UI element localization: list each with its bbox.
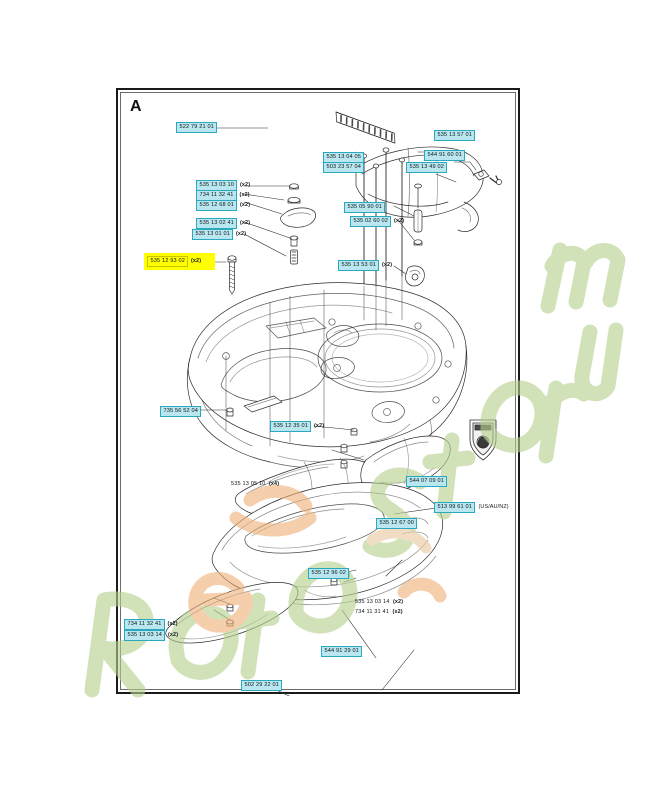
part-number: 535 13 01 01: [192, 229, 234, 240]
part-number: 544 91 29 01: [321, 646, 363, 657]
part-number: 734 11 32 41: [124, 619, 166, 630]
part-label-535-13-57-01[interactable]: 535 13 57 01: [434, 130, 476, 141]
husqvarna-shield-badge: [469, 419, 497, 461]
part-number: 734 11 31 41: [355, 608, 390, 615]
part-label-535-13-03-14[interactable]: 535 13 03 14 (x2): [354, 598, 403, 607]
part-bottom-trim: [165, 582, 299, 644]
part-label-535-13-02-41[interactable]: 535 13 02 41 (x2): [196, 218, 250, 229]
part-qty: (x2): [167, 631, 179, 638]
part-label-544-91-60-01[interactable]: 544 91 60 01: [424, 150, 466, 161]
part-qty: (x2): [239, 191, 250, 198]
part-number: 522 79 21 01: [176, 122, 218, 133]
part-qty: (x2): [392, 598, 404, 605]
part-label-535-13-53-01[interactable]: 535 13 53 01 (x2): [338, 260, 392, 271]
part-number: 535 12 93 02: [147, 256, 189, 267]
part-label-513-99-61-01[interactable]: 513 99 61 01 (US/AU/NZ): [434, 502, 509, 513]
part-label-544-07-09-01[interactable]: 544 07 09 01: [406, 476, 448, 487]
part-qty: (x2): [239, 219, 251, 226]
part-number: 502 29 22 01: [241, 680, 283, 691]
part-qty: (x2): [393, 217, 405, 224]
part-qty: (x2): [239, 201, 251, 208]
part-console-fasteners: [340, 443, 348, 469]
part-right-fasteners: [413, 183, 423, 246]
part-number: 535 12 96 02: [308, 568, 350, 579]
part-number: 544 07 09 01: [406, 476, 448, 487]
part-label-535-13-03-14-lower[interactable]: 535 13 03 14 (x2): [124, 630, 178, 641]
part-number: 535 12 35 01: [270, 421, 312, 432]
part-hardware-stack: [280, 183, 316, 265]
part-label-535-13-01-01[interactable]: 535 13 01 01 (x2): [192, 229, 246, 240]
part-qty: (x2): [392, 608, 403, 615]
part-highlighted-screw: [227, 255, 237, 295]
part-number: 535 12 67 00: [376, 518, 418, 529]
part-label-502-29-22-01[interactable]: 502 29 22 01: [241, 680, 283, 691]
part-number: 535 02 60 02: [350, 216, 392, 227]
part-label-735-56-52-04[interactable]: 735 56 52 04: [160, 406, 202, 417]
diagram-frame: A: [116, 88, 520, 696]
part-number: 535 13 02 41: [196, 218, 238, 229]
part-label-535-13-05-10[interactable]: 535 13 05 10 (x4): [230, 480, 279, 489]
part-qty: (x4): [268, 480, 280, 487]
part-label-535-12-68-01[interactable]: 535 12 68 01 (x2): [196, 200, 250, 211]
part-number: 535 05 90 01: [344, 202, 386, 213]
part-number: 735 56 52 04: [160, 406, 202, 417]
part-mid-bracket: [226, 395, 283, 417]
part-number: 535 13 49 02: [406, 162, 448, 173]
part-number: 535 12 68 01: [196, 200, 238, 211]
part-number: 503 23 57 04: [323, 162, 365, 173]
part-label-503-23-57-04[interactable]: 503 23 57 04: [323, 162, 365, 173]
section-letter: A: [130, 98, 143, 115]
part-label-535-05-90-01[interactable]: 535 05 90 01: [344, 202, 386, 213]
part-label-535-02-60-02[interactable]: 535 02 60 02 (x2): [350, 216, 404, 227]
part-label-522-79-21-01[interactable]: 522 79 21 01: [176, 122, 218, 133]
part-label-535-13-49-02[interactable]: 535 13 49 02: [406, 162, 448, 173]
part-number: 544 91 60 01: [424, 150, 466, 161]
part-label-734-11-31-41[interactable]: 734 11 31 41 (x2): [354, 608, 403, 617]
part-upper-cowl: [355, 146, 484, 232]
part-number: 535 13 03 14: [124, 630, 166, 641]
part-label-544-91-29-01[interactable]: 544 91 29 01: [321, 646, 363, 657]
part-label-535-12-35-01[interactable]: 535 12 35 01 (x2): [270, 421, 324, 432]
part-qty: (x2): [190, 257, 202, 264]
part-trim-strip: [335, 111, 396, 144]
part-label-535-12-93-02-highlighted[interactable]: 535 12 93 02 (x2): [144, 253, 216, 270]
part-qty: (x2): [313, 422, 325, 429]
part-label-535-12-67-00[interactable]: 535 12 67 00: [376, 518, 418, 529]
part-number: 535 13 57 01: [434, 130, 476, 141]
part-hinge-bracket-right: [473, 169, 502, 185]
part-number: 513 99 61 01: [434, 502, 476, 513]
part-qty: (x2): [381, 261, 393, 268]
part-number: 535 13 03 14: [355, 598, 390, 605]
part-hood-hinge: [405, 265, 425, 287]
part-note: (US/AU/NZ): [478, 503, 509, 510]
part-qty: (x2): [235, 230, 247, 237]
part-number: 535 13 53 01: [338, 260, 380, 271]
part-number: 535 13 05 10: [231, 480, 266, 487]
part-qty: (x2): [167, 620, 178, 627]
part-label-535-12-96-02[interactable]: 535 12 96 02: [308, 568, 350, 579]
part-label-734-11-32-41-lower[interactable]: 734 11 32 41 (x2): [124, 619, 178, 630]
exploded-assembly-drawing: [165, 111, 502, 696]
part-qty: (x2): [239, 181, 251, 188]
